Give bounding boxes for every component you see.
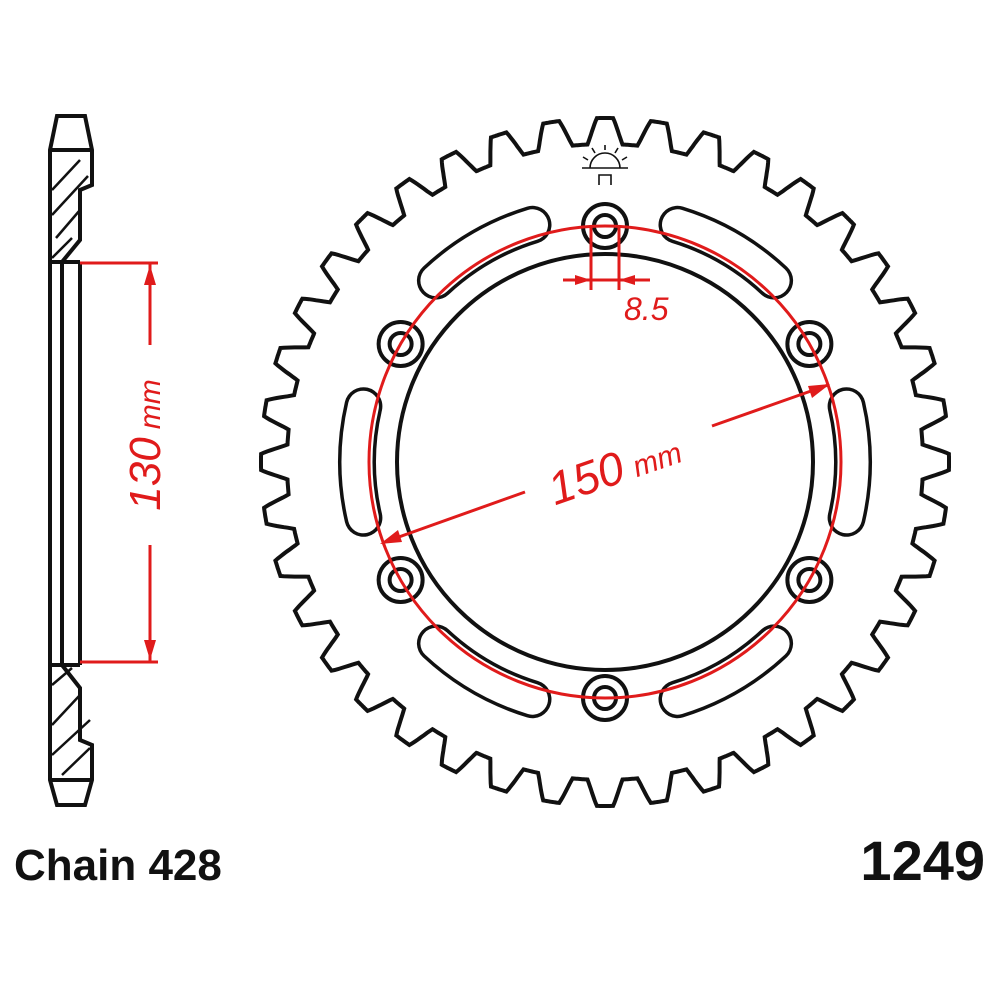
center-bore-unit: mm <box>134 379 167 429</box>
bolt-circle-unit: mm <box>628 436 686 483</box>
bolt-circle-value: 150 <box>541 441 631 515</box>
slot <box>420 627 548 715</box>
center-bore-circle <box>395 252 815 672</box>
lightening-slots <box>338 205 872 719</box>
bolt-hole <box>796 567 823 593</box>
bolt-circle <box>367 224 843 700</box>
chain-label: Chain 428 <box>14 841 222 890</box>
bolt-hole-label: 8.5 <box>624 291 669 327</box>
sprocket-teeth-outline <box>259 116 951 808</box>
bolt-hole <box>387 567 414 593</box>
slot <box>662 209 790 297</box>
slot <box>341 390 379 534</box>
bolt-hole <box>796 331 823 357</box>
slot <box>662 627 790 715</box>
center-bore-label: 130 mm <box>121 379 170 510</box>
center-bore-value: 130 <box>121 437 170 511</box>
svg-text:150mm: 150mm <box>541 421 687 515</box>
bolt-circle-dimension <box>380 383 830 545</box>
bolt-hole <box>387 331 414 357</box>
side-profile <box>48 114 94 807</box>
slot <box>420 209 548 297</box>
bolt-circle-label: 150mm <box>541 421 687 515</box>
svg-text:130mm: 130 mm <box>121 379 170 510</box>
hatching <box>51 159 91 776</box>
brand-sun-logo <box>582 145 628 185</box>
center-bore-dimension <box>80 261 158 664</box>
part-number: 1249 <box>860 829 985 892</box>
slot <box>831 390 869 534</box>
bolt-hole-dimension <box>563 225 650 290</box>
